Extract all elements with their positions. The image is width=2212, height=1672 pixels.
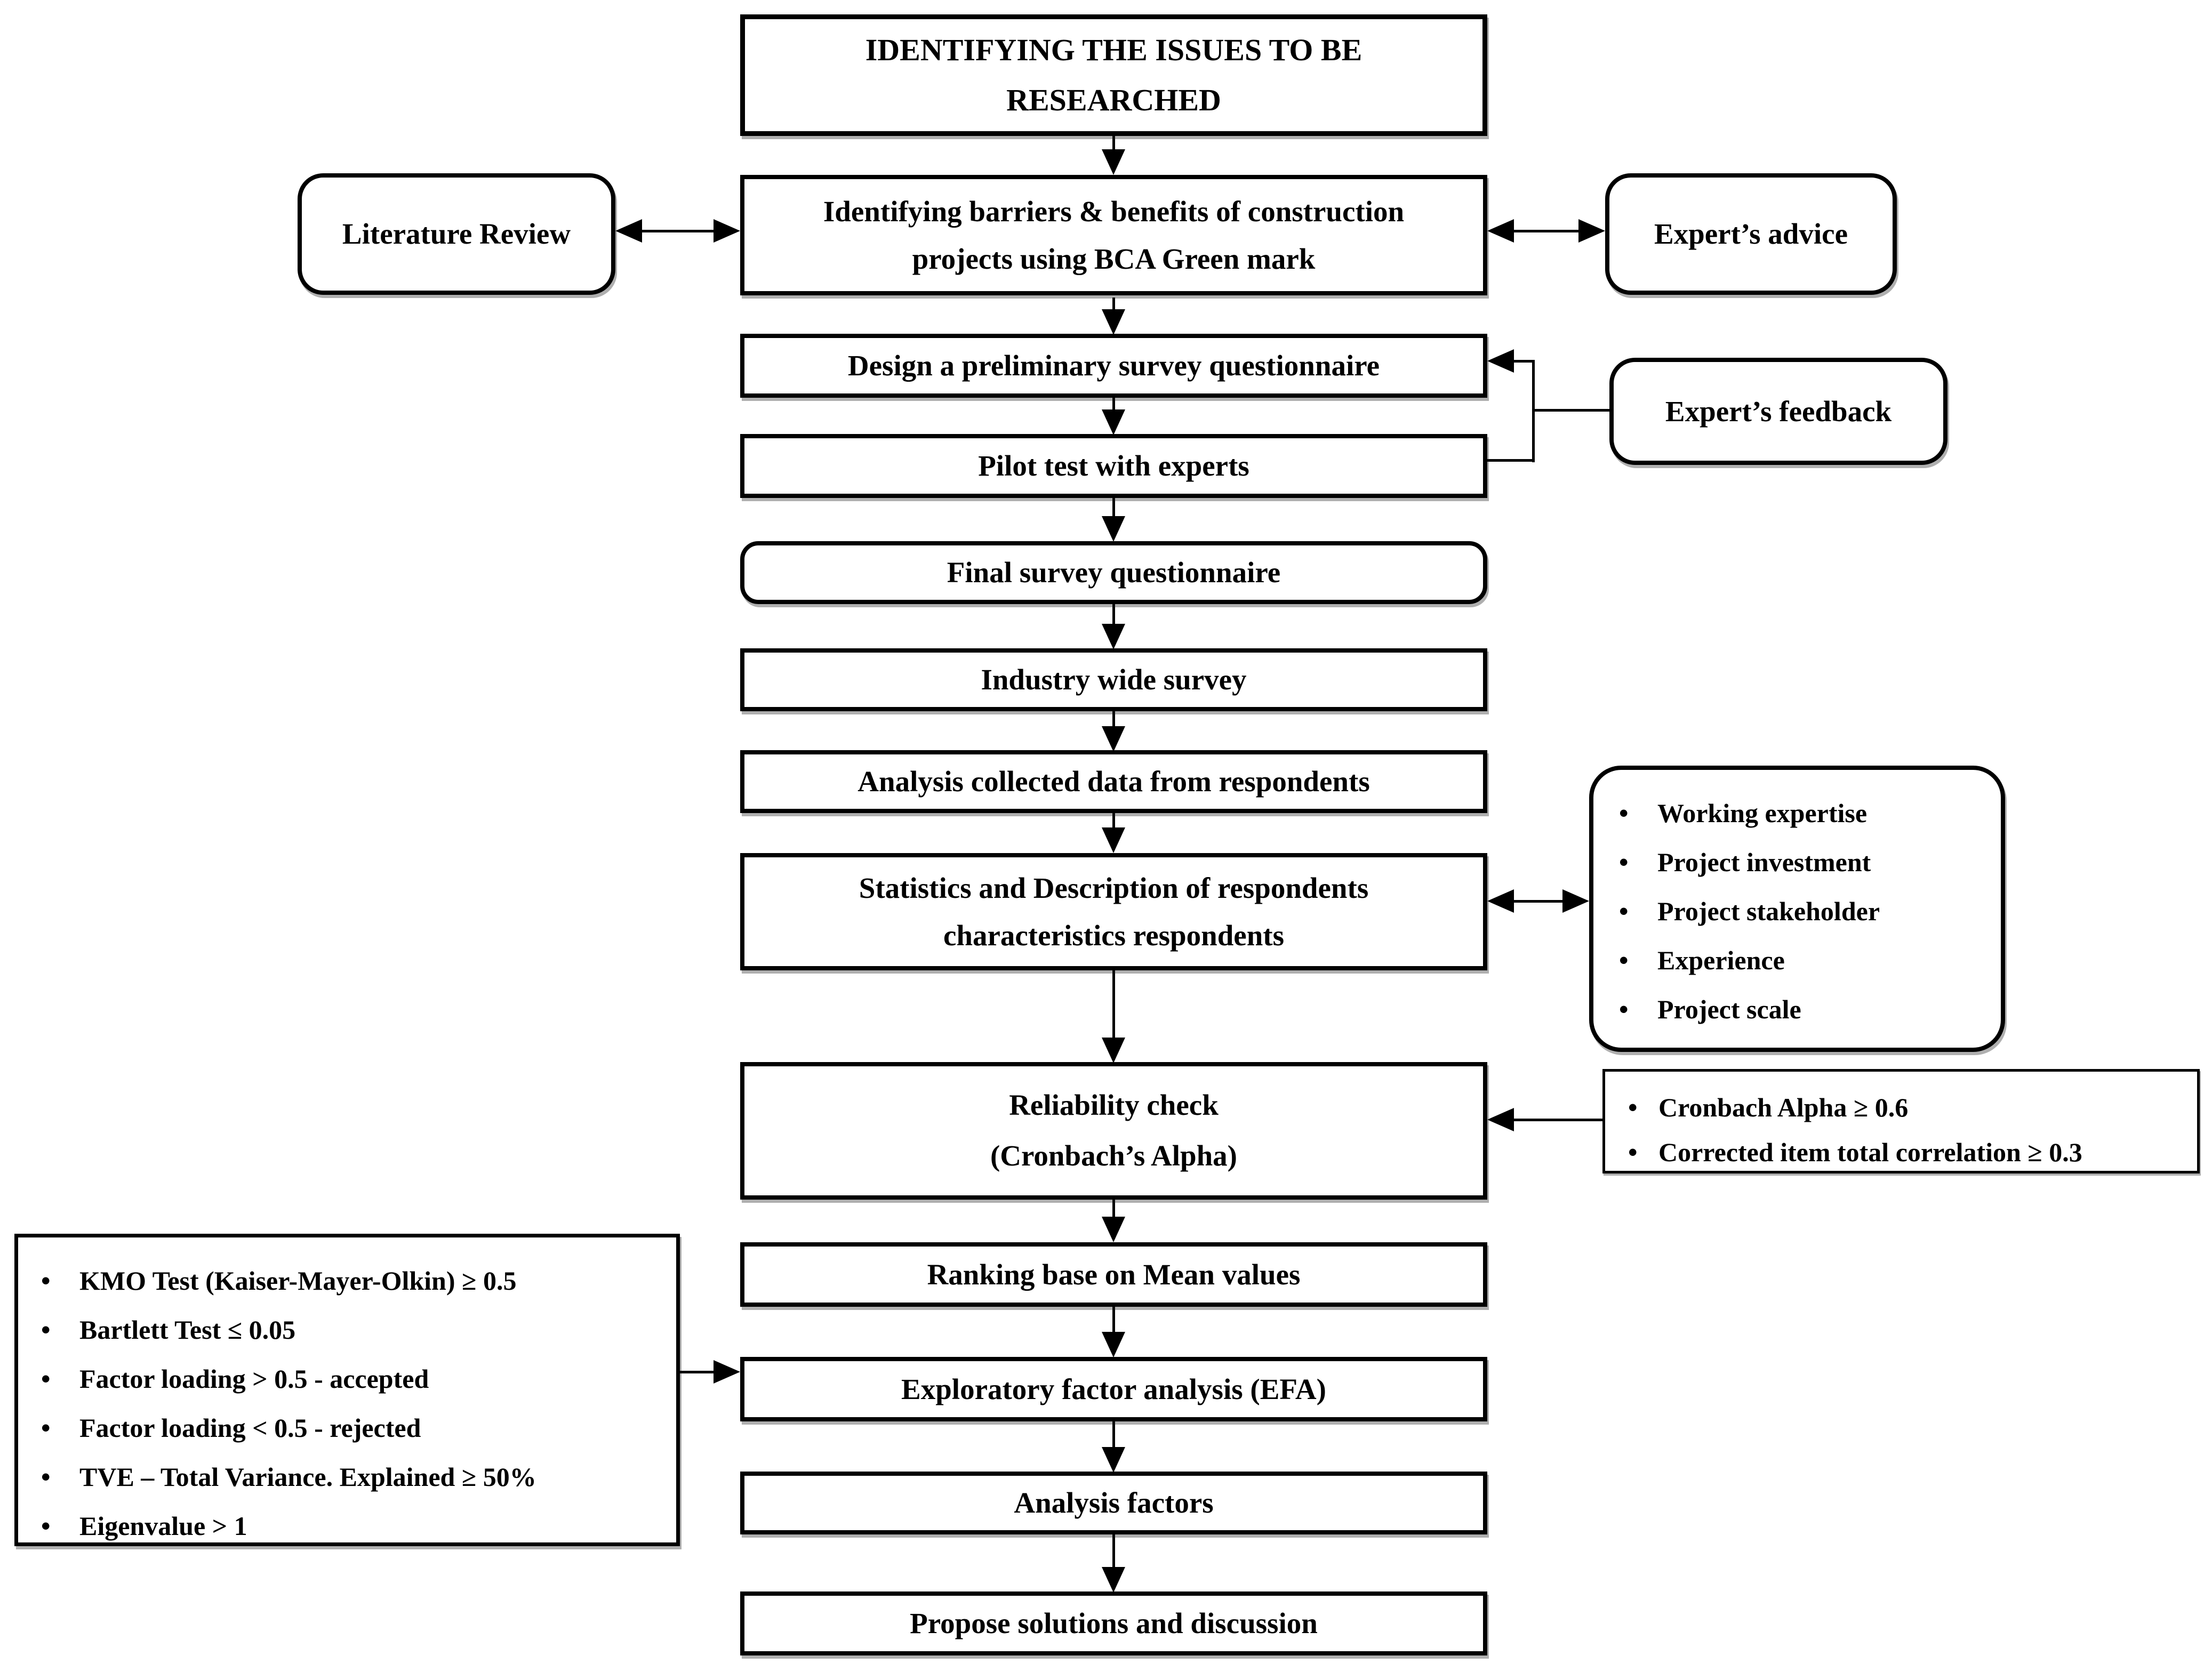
arrowhead-left [1487, 1108, 1514, 1131]
arrowhead-down [1102, 516, 1125, 542]
connector-ranking-to-efa [1112, 1307, 1115, 1335]
node-literature-review-label: Literature Review [342, 218, 571, 251]
arrowhead-down [1102, 309, 1125, 335]
connector-design-to-pilot [1112, 398, 1115, 412]
node-design-preliminary: Design a preliminary survey questionnair… [740, 334, 1487, 398]
node-reliability-check-line2: (Cronbach’s Alpha) [990, 1139, 1237, 1172]
arrowhead-down [1102, 409, 1125, 435]
node-analysis-collected: Analysis collected data from respondents [740, 750, 1487, 813]
connector-title-to-barriers [1112, 136, 1115, 155]
node-efa: Exploratory factor analysis (EFA) [740, 1357, 1487, 1421]
arrowhead-down [1102, 1217, 1125, 1242]
list-item: Factor loading > 0.5 - accepted [21, 1354, 674, 1403]
connector-reliability-to-ranking [1112, 1200, 1115, 1219]
node-efa-label: Exploratory factor analysis (EFA) [901, 1372, 1326, 1405]
node-title: IDENTIFYING THE ISSUES TO BE RESEARCHED [740, 14, 1487, 136]
connector-feedback-to-design [1512, 360, 1535, 363]
connector-feedback-middle [1535, 409, 1609, 412]
node-industry-survey-label: Industry wide survey [981, 663, 1247, 696]
node-statistics-description-label: Statistics and Description of respondent… [859, 871, 1369, 952]
list-item: TVE – Total Variance. Explained ≥ 50% [21, 1452, 674, 1501]
node-ranking: Ranking base on Mean values [740, 1242, 1487, 1307]
arrowhead-right [1578, 219, 1605, 243]
connector-barriers-to-design [1112, 298, 1115, 312]
node-expert-advice: Expert’s advice [1605, 173, 1897, 295]
arrowhead-down [1102, 1038, 1125, 1063]
list-item: Project investment [1599, 838, 1995, 887]
node-reliability-criteria: Cronbach Alpha ≥ 0.6 Corrected item tota… [1602, 1069, 2200, 1175]
connector-collected-to-statistics [1112, 813, 1115, 831]
arrowhead-down [1102, 827, 1125, 853]
list-item: Cronbach Alpha ≥ 0.6 [1608, 1085, 2194, 1130]
connector-industry-to-collected [1112, 711, 1115, 729]
node-analysis-collected-label: Analysis collected data from respondents [857, 765, 1370, 798]
node-efa-criteria: KMO Test (Kaiser-Mayer-Olkin) ≥ 0.5 Bart… [14, 1234, 680, 1550]
node-design-preliminary-label: Design a preliminary survey questionnair… [847, 349, 1380, 382]
node-reliability-check-label: Reliability check (Cronbach’s Alpha) [990, 1080, 1237, 1181]
connector-barriers-to-advice [1512, 230, 1581, 232]
node-expert-advice-label: Expert’s advice [1654, 218, 1848, 251]
node-identify-barriers: Identifying barriers & benefits of const… [740, 175, 1487, 295]
list-item: Corrected item total correlation ≥ 0.3 [1608, 1130, 2194, 1175]
arrowhead-right [1562, 889, 1589, 913]
node-expert-feedback: Expert’s feedback [1609, 358, 1947, 465]
node-reliability-check-line1: Reliability check [1009, 1089, 1219, 1122]
arrowhead-down [1102, 726, 1125, 752]
list-item: Working expertise [1599, 789, 1995, 838]
node-industry-survey: Industry wide survey [740, 648, 1487, 711]
node-propose-solutions-label: Propose solutions and discussion [910, 1607, 1318, 1640]
arrowhead-left [1487, 889, 1514, 913]
connector-efa-to-factors [1112, 1421, 1115, 1449]
node-propose-solutions: Propose solutions and discussion [740, 1591, 1487, 1655]
node-reliability-check: Reliability check (Cronbach’s Alpha) [740, 1062, 1487, 1200]
connector-literature-to-barriers [640, 230, 717, 232]
list-item: Bartlett Test ≤ 0.05 [21, 1305, 674, 1354]
connector-pilot-to-final [1112, 498, 1115, 518]
node-identify-barriers-label: Identifying barriers & benefits of const… [823, 195, 1405, 275]
connector-feedback-vertical [1532, 360, 1535, 462]
node-respondent-characteristics: Working expertise Project investment Pro… [1589, 766, 2005, 1052]
connector-criteria-to-reliability [1514, 1119, 1602, 1121]
connector-pilot-to-feedback [1487, 459, 1535, 462]
list-item: Project scale [1599, 985, 1995, 1034]
list-item: KMO Test (Kaiser-Mayer-Olkin) ≥ 0.5 [21, 1256, 674, 1305]
arrowhead-left [1487, 219, 1514, 243]
node-final-survey: Final survey questionnaire [740, 541, 1487, 604]
node-pilot-test: Pilot test with experts [740, 434, 1487, 498]
arrowhead-left [1487, 349, 1514, 373]
arrowhead-left [615, 219, 642, 243]
node-title-label: IDENTIFYING THE ISSUES TO BE RESEARCHED [865, 33, 1363, 117]
connector-factors-to-propose [1112, 1534, 1115, 1570]
node-pilot-test-label: Pilot test with experts [978, 449, 1249, 483]
arrowhead-down [1102, 1332, 1125, 1357]
node-final-survey-label: Final survey questionnaire [947, 556, 1281, 589]
node-analysis-factors-label: Analysis factors [1014, 1486, 1214, 1520]
connector-statistics-to-reliability [1112, 970, 1115, 1040]
list-item: Project stakeholder [1599, 887, 1995, 936]
node-ranking-label: Ranking base on Mean values [927, 1258, 1301, 1291]
arrowhead-down [1102, 1447, 1125, 1473]
node-statistics-description: Statistics and Description of respondent… [740, 853, 1487, 970]
arrowhead-down [1102, 1567, 1125, 1593]
list-item: Eigenvalue > 1 [21, 1501, 674, 1550]
connector-final-to-industry [1112, 604, 1115, 626]
arrowhead-right [714, 1360, 740, 1384]
arrowhead-down [1102, 624, 1125, 649]
node-expert-feedback-label: Expert’s feedback [1665, 395, 1892, 428]
list-item: Experience [1599, 936, 1995, 985]
node-analysis-factors: Analysis factors [740, 1472, 1487, 1534]
connector-kmo-to-efa [680, 1371, 715, 1373]
arrowhead-right [714, 219, 740, 243]
connector-statistics-to-characteristics [1512, 900, 1565, 903]
node-literature-review: Literature Review [298, 173, 615, 295]
list-item: Factor loading < 0.5 - rejected [21, 1403, 674, 1452]
arrowhead-down [1102, 149, 1125, 175]
